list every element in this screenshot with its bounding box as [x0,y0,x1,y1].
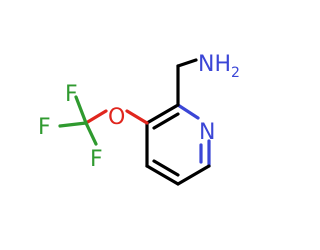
bond-c3-c2 [145,103,180,125]
molecule-structure: NH2 N O F F F [38,52,240,186]
oxygen-label: O [108,105,125,130]
bond-c6-c5 [176,164,211,186]
pyridine-ring [145,103,211,186]
bond-c3-c2-inner [152,112,180,130]
bond-o-cf3 [84,109,108,125]
fluorine-bottom-label: F [90,147,103,172]
fluorine-left-label: F [38,115,51,140]
bond-c3-o [125,109,149,125]
bond-c5-c4 [145,164,180,186]
bond-c-f-bottom [84,121,98,146]
bond-c-f-top [74,95,88,125]
bond-c5-c4-inner [152,159,180,177]
structure-canvas: NH2 N O F F F [38,52,240,186]
bond-c-f-left [58,121,88,128]
amine-label: NH2 [198,52,240,81]
fluorine-top-label: F [65,82,78,107]
bond-ch2-nh2 [176,58,198,68]
ring-nitrogen-label: N [199,120,215,145]
bond-c2-n1 [176,103,200,120]
